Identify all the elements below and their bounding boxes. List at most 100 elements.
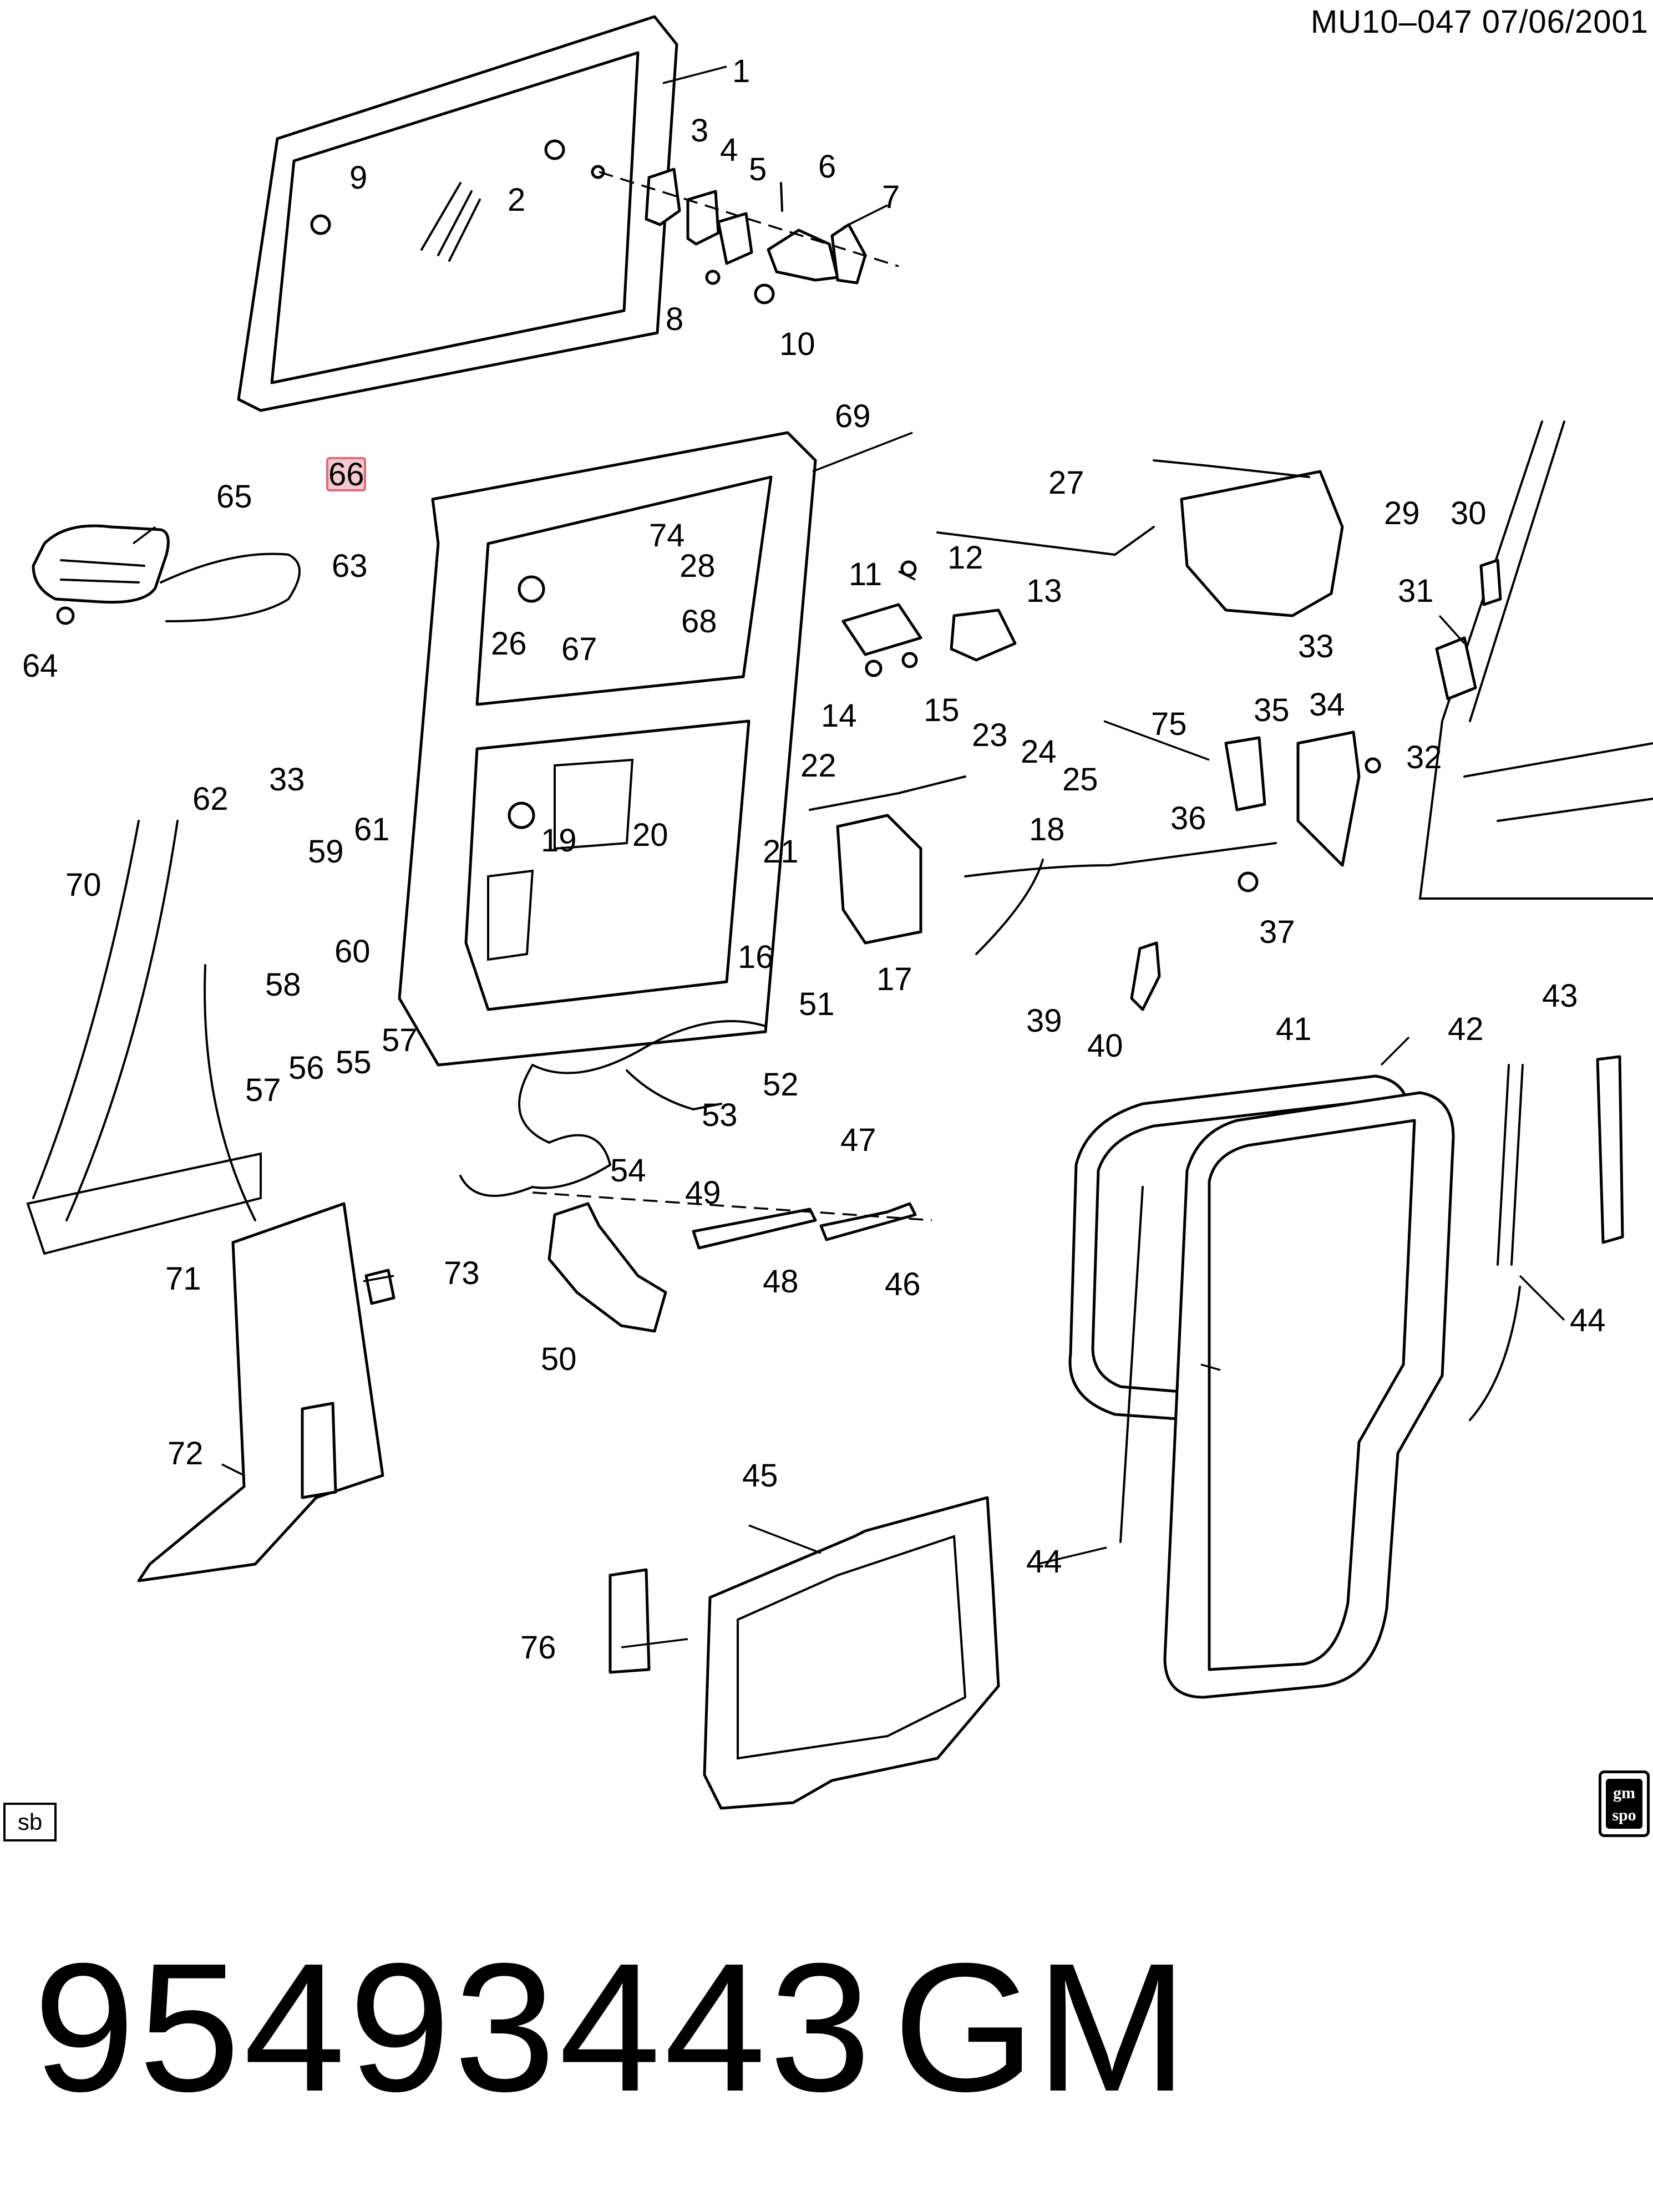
callout-5: 5 [749, 151, 767, 187]
callout-numbers: 1 2 3 4 5 6 7 8 9 10 11 12 13 14 15 16 1… [22, 53, 1606, 1666]
callout-43: 43 [1542, 978, 1578, 1014]
callout-21: 21 [763, 834, 799, 870]
callout-44-left: 44 [1026, 1544, 1062, 1580]
callout-6: 6 [818, 149, 836, 185]
callout-37: 37 [1259, 914, 1295, 950]
callout-57-pillar: 57 [245, 1072, 281, 1108]
callout-34: 34 [1309, 687, 1345, 723]
callout-36: 36 [1170, 800, 1206, 836]
callout-68: 68 [681, 603, 717, 640]
callout-69: 69 [835, 398, 871, 434]
callout-49: 49 [685, 1175, 721, 1211]
glass-hinge-parts [310, 139, 899, 305]
power-door-actuator [936, 459, 1344, 617]
callout-27: 27 [1048, 465, 1084, 501]
callout-13: 13 [1026, 573, 1062, 609]
callout-32: 32 [1406, 739, 1442, 775]
callout-10: 10 [779, 326, 815, 362]
callout-44-right: 44 [1570, 1302, 1606, 1338]
callout-23: 23 [972, 717, 1008, 753]
callout-35: 35 [1254, 692, 1290, 728]
callout-15: 15 [924, 692, 960, 728]
callout-57-door: 57 [382, 1022, 418, 1058]
callout-47: 47 [840, 1122, 876, 1158]
callout-45: 45 [742, 1458, 778, 1494]
callout-24: 24 [1021, 734, 1057, 770]
callout-33-left: 33 [269, 762, 305, 798]
callout-59: 59 [308, 834, 344, 870]
callout-17: 17 [876, 961, 912, 997]
callout-61: 61 [354, 811, 390, 848]
part-number: 95493443 [33, 1925, 875, 2129]
callout-60: 60 [334, 933, 371, 970]
gm-spo-logo: gm spo [1599, 1770, 1650, 1837]
callout-42: 42 [1448, 1011, 1484, 1047]
callout-54: 54 [610, 1153, 646, 1189]
door-wiring-harness [459, 1020, 767, 1197]
sliding-door-shell [398, 431, 817, 1067]
sb-badge: sb [3, 1803, 57, 1841]
callout-11: 11 [849, 556, 882, 592]
exploded-parts-diagram: 1 2 3 4 5 6 7 8 9 10 11 12 13 14 15 16 1… [22, 15, 1653, 1810]
callout-46: 46 [885, 1266, 921, 1302]
callout-30: 30 [1451, 495, 1487, 531]
callout-31: 31 [1398, 573, 1434, 609]
lower-hinge-parts [532, 1191, 932, 1333]
outside-handle-and-cable [32, 524, 301, 625]
center-pillar-and-trim [26, 820, 395, 1582]
logo-gm-text: gm [1613, 1784, 1635, 1802]
callout-1: 1 [732, 53, 750, 89]
callout-63: 63 [332, 548, 368, 584]
callout-22: 22 [800, 748, 836, 784]
callout-70: 70 [65, 867, 102, 903]
callout-33-right: 33 [1298, 628, 1334, 664]
callout-53: 53 [702, 1097, 738, 1133]
callout-48: 48 [763, 1264, 799, 1300]
callout-25: 25 [1062, 762, 1098, 798]
callout-62: 62 [192, 781, 229, 817]
callout-12: 12 [947, 540, 983, 576]
highlighted-item-66 [326, 457, 366, 491]
callout-51: 51 [799, 986, 835, 1022]
callout-3: 3 [691, 113, 708, 149]
callout-66: 66 [328, 456, 364, 493]
callout-19: 19 [541, 823, 577, 859]
door-weatherstrips [1068, 1055, 1624, 1699]
callout-76: 76 [520, 1630, 556, 1666]
callout-2: 2 [508, 182, 525, 218]
callout-40: 40 [1087, 1028, 1123, 1064]
logo-spo-text: spo [1612, 1806, 1636, 1824]
callout-28: 28 [680, 548, 716, 584]
callout-65: 65 [216, 479, 252, 515]
callout-7: 7 [882, 179, 900, 215]
callout-75: 75 [1151, 706, 1187, 742]
callout-72: 72 [168, 1435, 204, 1472]
callout-64: 64 [22, 648, 58, 684]
callout-14: 14 [821, 698, 857, 734]
callout-58: 58 [265, 967, 301, 1003]
callout-74: 74 [649, 518, 685, 554]
callout-50: 50 [541, 1341, 577, 1377]
door-trim-panel [609, 1496, 1000, 1810]
callout-73: 73 [444, 1255, 480, 1291]
rear-latch-assembly [1130, 730, 1381, 1011]
brand-name: GM [893, 1925, 1188, 2129]
body-pillar-right [1418, 420, 1653, 900]
callout-71: 71 [165, 1261, 201, 1297]
callout-8: 8 [666, 301, 683, 337]
callout-leaders [132, 65, 1565, 1648]
callout-16: 16 [738, 939, 774, 975]
callout-55: 55 [336, 1044, 372, 1080]
callout-52: 52 [763, 1067, 799, 1103]
rear-latch-parts [809, 560, 1277, 955]
diagram-code-date: MU10–047 07/06/2001 [1310, 4, 1649, 40]
callout-29: 29 [1384, 495, 1420, 531]
callout-20: 20 [632, 817, 668, 853]
callout-18: 18 [1029, 811, 1065, 848]
callout-56: 56 [288, 1050, 324, 1086]
callout-67: 67 [561, 631, 597, 667]
callout-9: 9 [349, 160, 367, 196]
callout-41: 41 [1276, 1011, 1312, 1047]
callout-4: 4 [720, 132, 738, 168]
callout-39: 39 [1026, 1003, 1062, 1039]
